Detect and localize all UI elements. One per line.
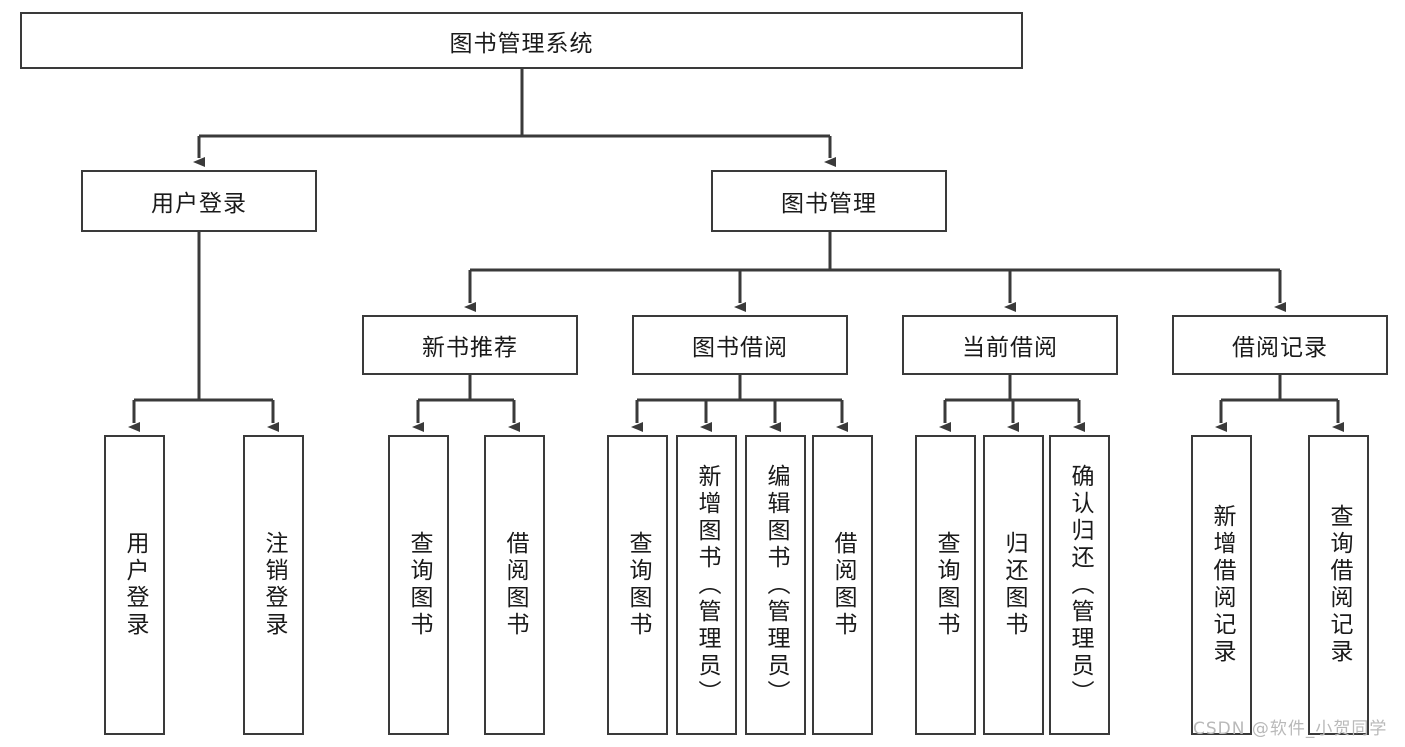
leaf-borrow-query-book-label: 查询图书 [625,531,651,639]
leaf-current-query-book-label: 查询图书 [933,531,959,639]
node-borrow-record-label: 借阅记录 [1232,335,1328,361]
leaf-borrow-edit-book-admin[interactable]: 编辑图书（管理员） [745,435,806,735]
leaf-user-logout[interactable]: 注销登录 [243,435,304,735]
leaf-borrow-add-book-admin-label: 新增图书（管理员） [694,463,720,707]
node-book-borrow[interactable]: 图书借阅 [632,315,848,375]
node-root-label: 图书管理系统 [449,30,594,57]
leaf-borrow-add-book-admin[interactable]: 新增图书（管理员） [676,435,737,735]
node-book-borrow-label: 图书借阅 [692,335,788,361]
node-borrow-record[interactable]: 借阅记录 [1172,315,1388,375]
node-new-book-recommend[interactable]: 新书推荐 [362,315,578,375]
leaf-current-query-book[interactable]: 查询图书 [915,435,976,735]
leaf-borrow-lend-book[interactable]: 借阅图书 [812,435,873,735]
leaf-current-return-book-label: 归还图书 [1001,531,1027,639]
leaf-record-add-record-label: 新增借阅记录 [1209,504,1235,666]
leaf-user-login-label: 用户登录 [122,531,148,639]
leaf-current-return-book[interactable]: 归还图书 [983,435,1044,735]
leaf-borrow-lend-book-label: 借阅图书 [830,531,856,639]
leaf-current-confirm-return-admin[interactable]: 确认归还（管理员） [1049,435,1110,735]
leaf-borrow-query-book[interactable]: 查询图书 [607,435,668,735]
leaf-user-login[interactable]: 用户登录 [104,435,165,735]
node-current-borrow-label: 当前借阅 [962,335,1058,361]
node-book-management-label: 图书管理 [781,191,877,217]
leaf-newbook-borrow-book[interactable]: 借阅图书 [484,435,545,735]
leaf-newbook-query-book-label: 查询图书 [406,531,432,639]
leaf-borrow-edit-book-admin-label: 编辑图书（管理员） [763,463,789,707]
leaf-record-query-record[interactable]: 查询借阅记录 [1308,435,1369,735]
node-book-management[interactable]: 图书管理 [711,170,947,232]
node-user-login-label: 用户登录 [151,191,247,217]
node-current-borrow[interactable]: 当前借阅 [902,315,1118,375]
csdn-watermark: CSDN @软件_小贺同学 [1193,719,1388,739]
leaf-user-logout-label: 注销登录 [261,531,287,639]
leaf-newbook-borrow-book-label: 借阅图书 [502,531,528,639]
node-root[interactable]: 图书管理系统 [20,12,1023,69]
node-new-book-recommend-label: 新书推荐 [422,335,518,361]
leaf-newbook-query-book[interactable]: 查询图书 [388,435,449,735]
leaf-current-confirm-return-admin-label: 确认归还（管理员） [1067,463,1093,707]
leaf-record-add-record[interactable]: 新增借阅记录 [1191,435,1252,735]
node-user-login[interactable]: 用户登录 [81,170,317,232]
leaf-record-query-record-label: 查询借阅记录 [1326,504,1352,666]
